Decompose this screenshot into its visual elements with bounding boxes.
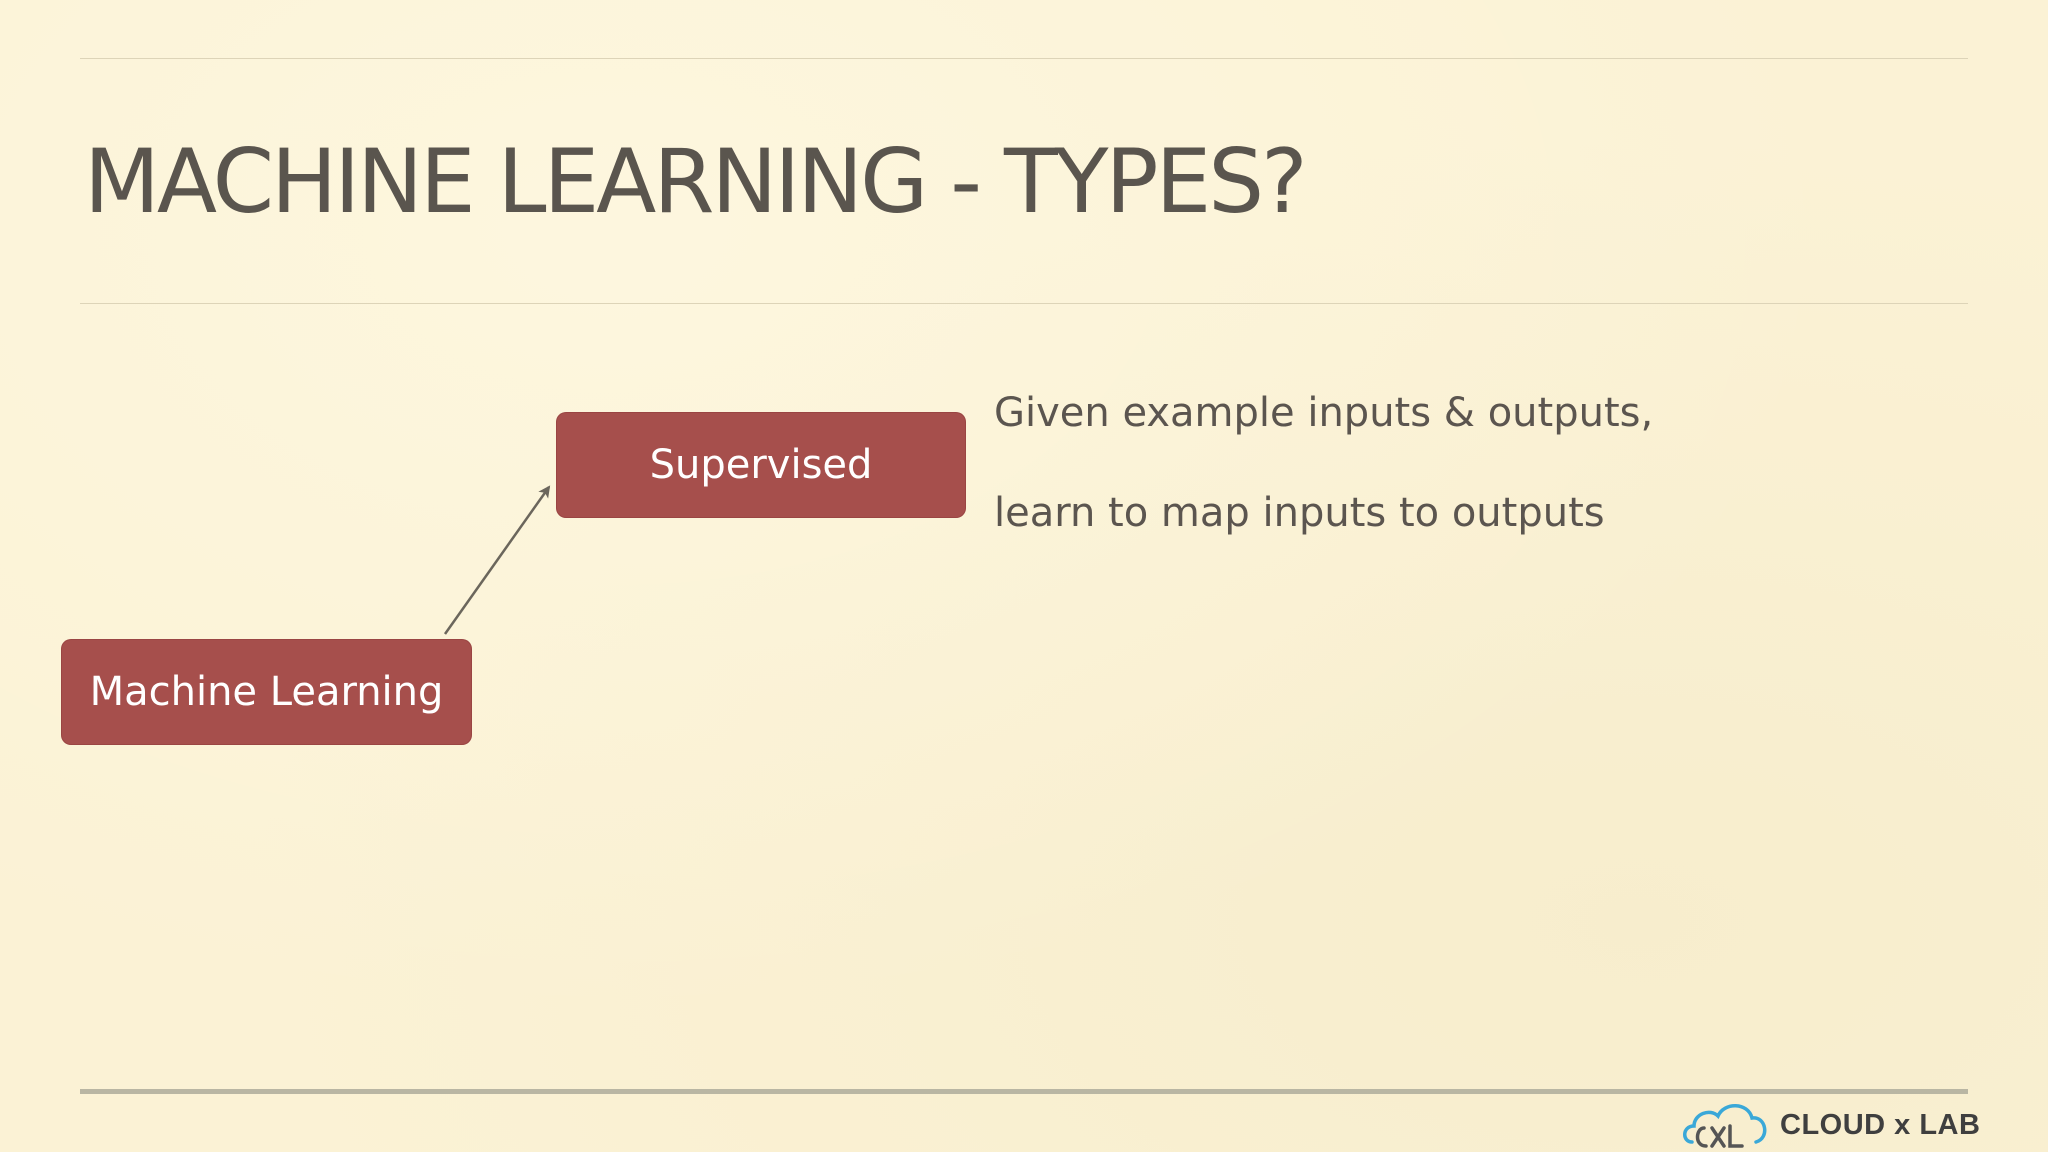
description-line-1: Given example inputs & outputs, <box>994 390 1654 436</box>
logo-text: CLOUD x LAB <box>1780 1108 1981 1141</box>
node-machine-learning: Machine Learning <box>61 639 472 745</box>
node-supervised-label: Supervised <box>649 442 873 488</box>
cloud-logo-icon <box>1683 1104 1767 1148</box>
description-line-2: learn to map inputs to outputs <box>994 490 1605 536</box>
slide-title: MACHINE LEARNING - TYPES? <box>84 130 1308 233</box>
cloudxlab-logo: CLOUD x LAB <box>1682 1098 1980 1152</box>
title-divider <box>80 303 1968 304</box>
node-supervised: Supervised <box>556 412 966 518</box>
top-divider <box>80 58 1968 59</box>
node-machine-learning-label: Machine Learning <box>89 669 444 715</box>
footer-divider <box>80 1089 1968 1094</box>
arrow-ml-to-supervised <box>443 485 551 635</box>
